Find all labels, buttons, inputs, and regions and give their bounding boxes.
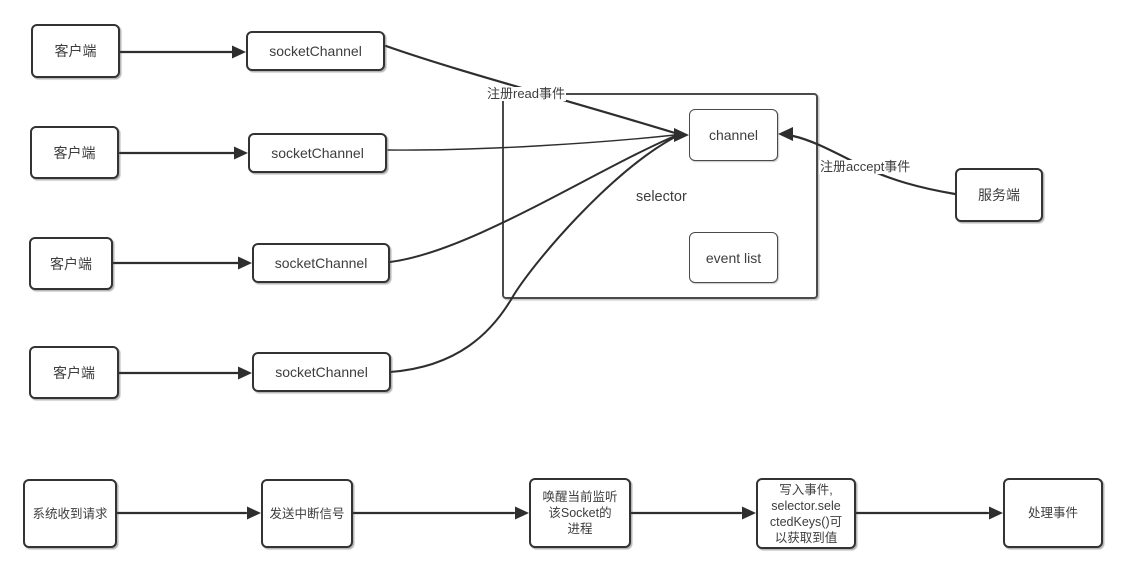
step-node-send-interrupt-signal: 发送中断信号 <box>261 479 353 548</box>
arrowhead-step-5 <box>989 506 1003 520</box>
channel-node: channel <box>689 109 778 161</box>
step-node-handle-event: 处理事件 <box>1003 478 1103 548</box>
arrowhead-socketchannel-4 <box>238 366 252 380</box>
register-accept-event-label: 注册accept事件 <box>819 159 912 174</box>
socketchannel-node-2: socketChannel <box>248 133 387 173</box>
arrowhead-step-2 <box>247 506 261 520</box>
arrowhead-socketchannel-3 <box>238 256 252 270</box>
client-node-2: 客户端 <box>30 126 119 179</box>
connector-socketchannel-1-to-channel <box>384 44 677 135</box>
connector-socketchannel-4-to-channel <box>389 136 676 373</box>
socketchannel-node-1: socketChannel <box>246 31 385 71</box>
client-node-3: 客户端 <box>29 237 113 290</box>
step-node-write-event-selectedkeys: 写入事件, selector.sele ctedKeys()可 以获取到值 <box>756 478 856 549</box>
arrowhead-socketchannel-2 <box>234 146 248 160</box>
server-node: 服务端 <box>955 168 1043 222</box>
selector-label: selector <box>636 189 687 205</box>
client-node-1: 客户端 <box>31 24 120 78</box>
register-read-event-label: 注册read事件 <box>486 86 567 101</box>
selector-container <box>502 93 818 299</box>
socketchannel-node-4: socketChannel <box>252 352 391 392</box>
arrowhead-step-3 <box>515 506 529 520</box>
step-node-system-receives-request: 系统收到请求 <box>23 479 117 548</box>
arrowhead-step-4 <box>742 506 756 520</box>
event-list-node: event list <box>689 232 778 283</box>
arrowhead-channel-left <box>674 128 689 142</box>
arrowhead-channel-right <box>778 127 793 141</box>
arrowhead-socketchannel-1 <box>232 45 246 59</box>
client-node-4: 客户端 <box>29 346 119 399</box>
step-node-wake-listening-process: 唤醒当前监听 该Socket的 进程 <box>529 478 631 548</box>
socketchannel-node-3: socketChannel <box>252 243 390 283</box>
connector-socketchannel-2-to-channel <box>387 134 676 151</box>
connector-socketchannel-3-to-channel <box>389 135 676 263</box>
